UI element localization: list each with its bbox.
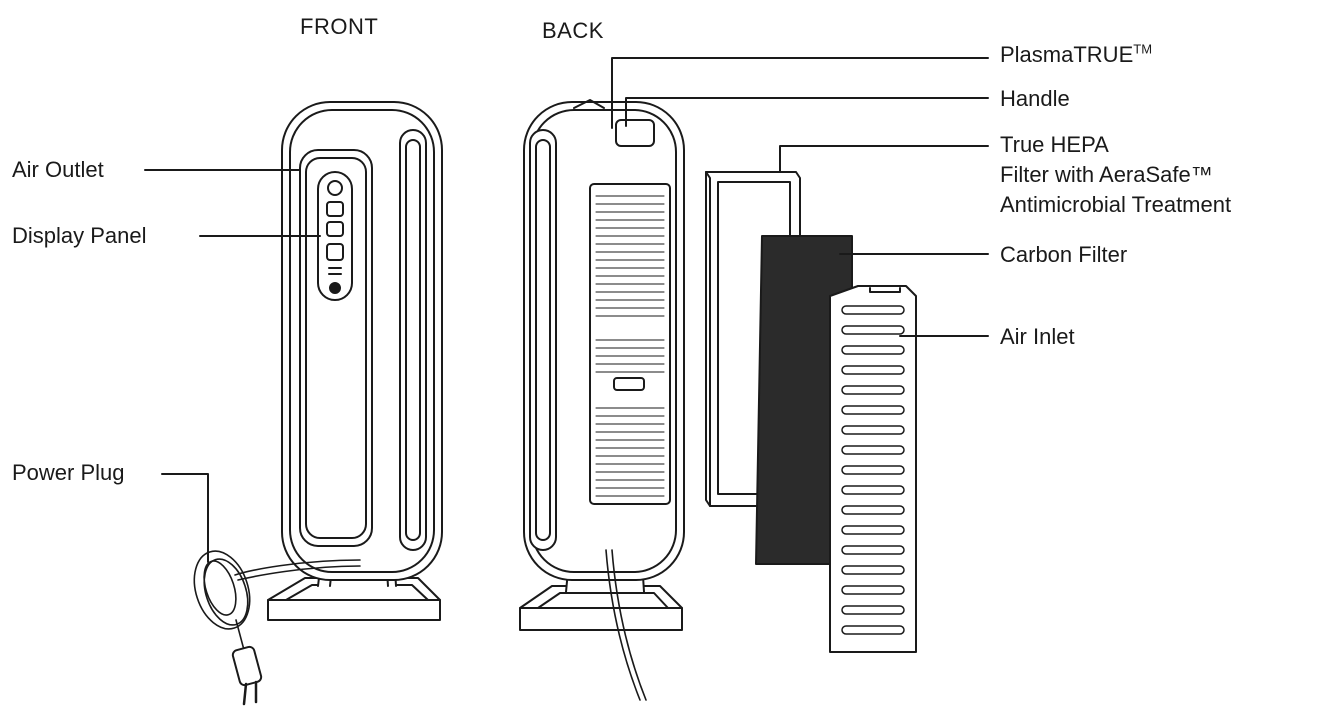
label-plasmatrue-mark: TM — [1133, 41, 1153, 57]
label-plasmatrue: PlasmaTRUETM — [1000, 42, 1152, 68]
back-heading: BACK — [542, 18, 604, 43]
leader-hepa — [779, 145, 989, 173]
leader-power-plug — [161, 473, 209, 563]
label-air-outlet: Air Outlet — [12, 157, 104, 182]
label-hepa-line3: Antimicrobial Treatment — [1000, 192, 1232, 217]
leader-plasmatrue — [611, 57, 989, 129]
air-inlet-grille — [829, 285, 917, 653]
front-unit — [193, 101, 443, 706]
label-hepa-line1: True HEPA — [1000, 132, 1109, 157]
label-handle: Handle — [1000, 86, 1070, 111]
label-air-inlet: Air Inlet — [1000, 324, 1075, 349]
label-plasmatrue-text: PlasmaTRUE — [1000, 42, 1134, 67]
front-heading: FRONT — [300, 14, 379, 39]
label-carbon-filter: Carbon Filter — [1000, 242, 1128, 267]
leader-lines — [144, 57, 989, 563]
label-hepa-line2: Filter with AeraSafe™ — [1000, 162, 1213, 187]
back-unit — [519, 99, 685, 701]
label-display-panel: Display Panel — [12, 223, 147, 248]
label-power-plug: Power Plug — [12, 460, 125, 485]
leader-handle — [625, 97, 989, 127]
